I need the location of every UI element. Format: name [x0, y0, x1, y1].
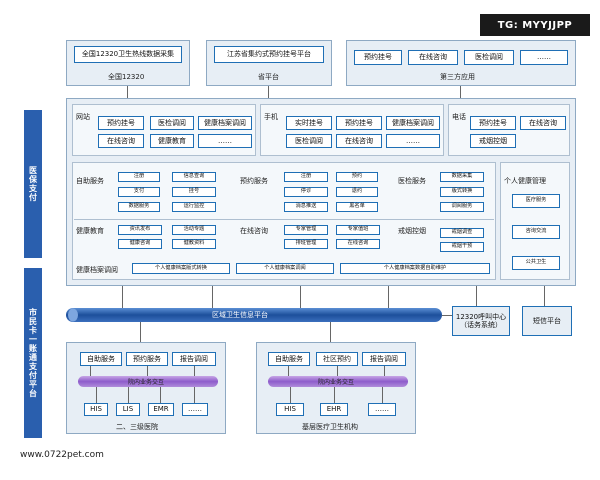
phone-item-1-0: 戒烟控烟 — [470, 134, 516, 148]
hosp-a-top-1: 预约服务 — [126, 352, 168, 366]
booking-item-2: 停诊 — [284, 187, 328, 197]
hosp-a-sys-3: …… — [182, 403, 208, 416]
mobile-item-0-1: 预约挂号 — [336, 116, 382, 130]
self-item-4: 数据服务 — [118, 202, 160, 212]
province-label: 省平台 — [258, 73, 279, 81]
hosp-b-sys-0: HIS — [276, 403, 304, 416]
self-item-2: 支付 — [118, 187, 160, 197]
hosp-b-top-2: 报告调阅 — [362, 352, 406, 366]
channel-web-title: 网站 — [76, 113, 90, 121]
phone-item-0-0: 预约挂号 — [470, 116, 516, 130]
records-item-2: 个人健康档案数据自助维护 — [340, 263, 490, 274]
hosp-a-label: 二、三级医院 — [116, 423, 158, 431]
consult-item-2: 排班管理 — [284, 239, 328, 249]
phone-item-0-1: 在线咨询 — [520, 116, 566, 130]
hosp-b-label: 基层医疗卫生机构 — [302, 423, 358, 431]
records-item-0: 个人健康档案版式转换 — [132, 263, 230, 274]
hosp-a-top-0: 自助服务 — [80, 352, 122, 366]
hosp-b-bus-label: 院内业务交互 — [318, 379, 355, 386]
hosp-b-top-0: 自助服务 — [268, 352, 310, 366]
hosp-a-bus-label: 院内业务交互 — [128, 379, 165, 386]
personal-health-title: 个人健康管理 — [504, 177, 546, 185]
channel-phone — [448, 104, 570, 156]
mobile-item-0-0: 实时挂号 — [286, 116, 332, 130]
sms-platform-box: 短信平台 — [522, 306, 572, 336]
edu-item-2: 健康咨询 — [118, 239, 162, 249]
web-item-0-1: 医检调阅 — [150, 116, 194, 130]
hotline-label: 12320呼叫中心（话务系统） — [455, 312, 507, 329]
hosp-b-sys-1: EHR — [320, 403, 348, 416]
hosp-a-sys-0: HIS — [84, 403, 108, 416]
web-item-0-0: 预约挂号 — [98, 116, 144, 130]
personal-item-2: 公共卫生 — [512, 256, 560, 270]
mobile-item-0-2: 健康档案调阅 — [386, 116, 440, 130]
exam-title: 医检服务 — [398, 177, 426, 185]
edu-item-3: 健教资料 — [172, 239, 216, 249]
third-item-1: 在线咨询 — [408, 50, 458, 65]
web-item-1-0: 在线咨询 — [98, 134, 144, 148]
booking-item-4: 消息推送 — [284, 202, 328, 212]
hosp-b-bus — [268, 376, 408, 387]
hosp-a-top-2: 报告调阅 — [172, 352, 216, 366]
web-item-1-2: …… — [198, 134, 252, 148]
exam-item-0: 数据采集 — [440, 172, 484, 182]
channel-badge: TG: MYYJJPP — [480, 14, 590, 36]
records-title: 健康档案调阅 — [76, 266, 118, 274]
channel-phone-title: 电话 — [452, 113, 466, 121]
regional-platform-bar — [66, 308, 442, 322]
third-item-3: …… — [520, 50, 568, 65]
booking-item-0: 注册 — [284, 172, 328, 182]
channel-mobile — [260, 104, 444, 156]
edu-item-0: 资讯发布 — [118, 225, 162, 235]
hosp-a-bus — [78, 376, 218, 387]
medical-insurance-payment-bar: 医保支付 — [24, 110, 42, 258]
health-edu-title: 健康教育 — [76, 227, 104, 235]
consult-item-0: 专家管理 — [284, 225, 328, 235]
edu-item-1: 活动专题 — [172, 225, 216, 235]
hotline-box: 12320呼叫中心（话务系统） — [452, 306, 510, 336]
exam-item-1: 版式转换 — [440, 187, 484, 197]
self-item-0: 注册 — [118, 172, 160, 182]
self-service-title: 自助服务 — [76, 177, 104, 185]
hosp-a-sys-1: LIS — [116, 403, 140, 416]
site-watermark: www.0722pet.com — [14, 444, 142, 466]
self-item-1: 信息查询 — [172, 172, 216, 182]
online-consult-title: 在线咨询 — [240, 227, 268, 235]
third-item-2: 医检调阅 — [464, 50, 514, 65]
mobile-item-1-1: 在线咨询 — [336, 134, 382, 148]
booking-item-3: 退约 — [336, 187, 378, 197]
booking-title: 预约服务 — [240, 177, 268, 185]
national-12320-label: 全国12320 — [108, 73, 145, 81]
mobile-item-1-0: 医检调阅 — [286, 134, 332, 148]
exam-item-2: 调阅服务 — [440, 202, 484, 212]
citizen-card-payment-bar: 市民卡一账通支付平台 — [24, 268, 42, 438]
channel-mobile-title: 手机 — [264, 113, 278, 121]
third-item-0: 预约挂号 — [354, 50, 402, 65]
booking-item-1: 预约 — [336, 172, 378, 182]
self-item-5: 运行监控 — [172, 202, 216, 212]
consult-item-3: 在线咨询 — [336, 239, 380, 249]
national-12320-box: 全国12320卫生热线数据采集 — [74, 46, 182, 63]
mobile-item-1-2: …… — [386, 134, 440, 148]
smoking-item-1: 戒烟干预 — [440, 242, 484, 252]
smoking-title: 戒烟控烟 — [398, 227, 426, 235]
province-box: 江苏省集约式预约挂号平台 — [214, 46, 324, 63]
channel-web — [72, 104, 256, 156]
consult-item-1: 专家值班 — [336, 225, 380, 235]
personal-item-0: 医疗服务 — [512, 194, 560, 208]
hosp-a-sys-2: EMR — [148, 403, 174, 416]
personal-item-1: 咨询交流 — [512, 225, 560, 239]
web-item-0-2: 健康档案调阅 — [198, 116, 252, 130]
third-party-label: 第三方应用 — [440, 73, 475, 81]
web-item-1-1: 健康教育 — [150, 134, 194, 148]
hosp-b-top-1: 社区预约 — [316, 352, 358, 366]
booking-item-5: 黑名单 — [336, 202, 378, 212]
hosp-b-sys-2: …… — [368, 403, 396, 416]
regional-platform-label: 区域卫生信息平台 — [212, 311, 268, 319]
records-item-1: 个人健康档案调阅 — [236, 263, 334, 274]
smoking-item-0: 戒烟调查 — [440, 228, 484, 238]
self-item-3: 挂号 — [172, 187, 216, 197]
